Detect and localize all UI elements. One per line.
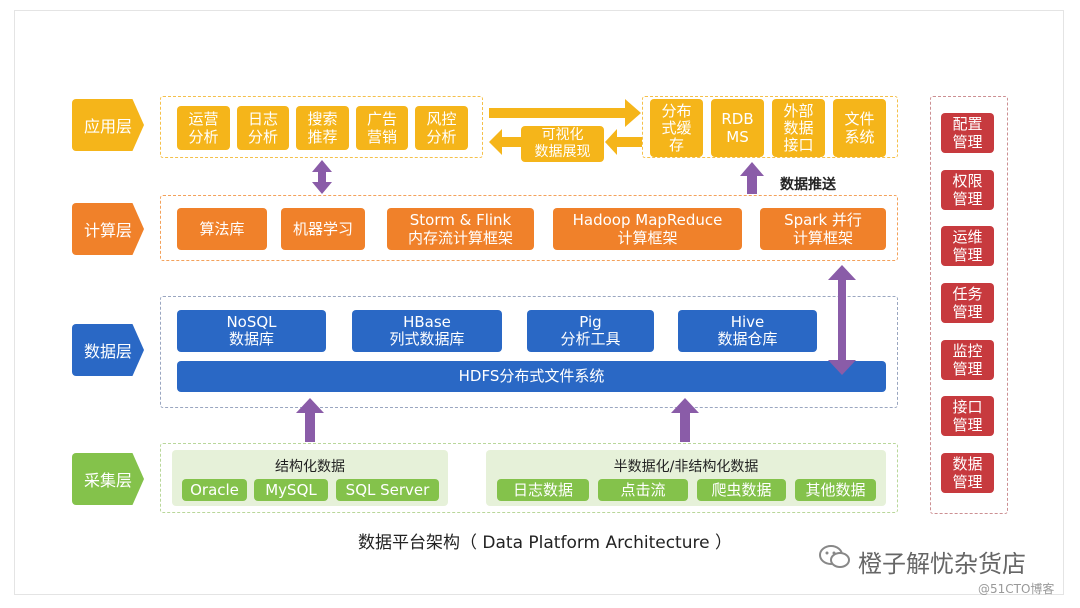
- mgmt-interface: 接口 管理: [941, 396, 994, 436]
- app-item-ops: 运营 分析: [177, 106, 230, 150]
- hdfs-bar: HDFS分布式文件系统: [177, 361, 886, 392]
- app-item-log: 日志 分析: [237, 106, 289, 150]
- watermark-site: @51CTO博客: [978, 582, 1055, 596]
- arrow-spark-hdfs: [828, 265, 856, 375]
- data-hbase: HBase 列式数据库: [352, 310, 502, 352]
- mgmt-ops: 运维 管理: [941, 226, 994, 266]
- source-clickstream: 点击流: [598, 479, 688, 501]
- structured-data-title: 结构化数据: [275, 459, 345, 475]
- visualization-box: 可视化 数据展现: [521, 126, 604, 162]
- compute-spark: Spark 并行 计算框架: [760, 208, 886, 250]
- compute-algorithm-lib: 算法库: [177, 208, 267, 250]
- source-log-data: 日志数据: [497, 479, 589, 501]
- diagram-caption: 数据平台架构（ Data Platform Architecture ）: [358, 533, 732, 553]
- data-push-label: 数据推送: [780, 177, 836, 193]
- arrow-structured-to-hdfs: [296, 398, 324, 442]
- compute-machine-learning: 机器学习: [281, 208, 365, 250]
- mgmt-task: 任务 管理: [941, 283, 994, 323]
- app-item-search: 搜索 推荐: [296, 106, 349, 150]
- wechat-logo: [818, 543, 852, 571]
- collect-layer: [160, 443, 898, 513]
- arrow-stores-to-visualization: [605, 129, 642, 155]
- mgmt-permission: 权限 管理: [941, 170, 994, 210]
- management-panel: [930, 96, 1008, 514]
- data-hive: Hive 数据仓库: [678, 310, 817, 352]
- compute-storm-flink: Storm & Flink 内存流计算框架: [387, 208, 534, 250]
- mgmt-data: 数据 管理: [941, 453, 994, 493]
- arrow-app-to-stores: [489, 99, 641, 127]
- store-distributed-cache: 分布 式缓 存: [650, 99, 703, 157]
- mgmt-monitor: 监控 管理: [941, 340, 994, 380]
- store-rdbms: RDB MS: [711, 99, 764, 157]
- watermark-name: 橙子解忧杂货店: [858, 550, 1026, 578]
- layer-label-data: 数据层: [72, 324, 144, 376]
- semi-structured-data-title: 半数据化/非结构化数据: [613, 459, 759, 475]
- store-file-system: 文件 系统: [833, 99, 886, 157]
- layer-label-app: 应用层: [72, 99, 144, 151]
- source-other-data: 其他数据: [795, 479, 876, 501]
- source-crawler-data: 爬虫数据: [697, 479, 786, 501]
- layer-label-compute: 计算层: [72, 203, 144, 255]
- store-external-api: 外部 数据 接口: [772, 99, 825, 157]
- app-layer-right: [642, 96, 898, 158]
- slide-frame: [14, 10, 1064, 595]
- data-nosql: NoSQL 数据库: [177, 310, 326, 352]
- mgmt-config: 配置 管理: [941, 113, 994, 153]
- arrow-visualization-to-app: [489, 129, 521, 155]
- app-item-ad: 广告 营销: [356, 106, 408, 150]
- arrow-app-compute: [312, 160, 332, 194]
- source-sqlserver: SQL Server: [336, 479, 439, 501]
- app-item-risk: 风控 分析: [415, 106, 468, 150]
- source-oracle: Oracle: [182, 479, 247, 501]
- data-pig: Pig 分析工具: [527, 310, 654, 352]
- compute-layer: [160, 195, 898, 261]
- source-mysql: MySQL: [254, 479, 328, 501]
- data-layer: [160, 296, 898, 408]
- arrow-data-push: [740, 162, 764, 194]
- app-layer-left: [160, 96, 483, 158]
- wechat-icon: [819, 545, 850, 568]
- arrow-semi-to-hdfs: [671, 398, 699, 442]
- layer-label-collect: 采集层: [72, 453, 144, 505]
- compute-hadoop-mapreduce: Hadoop MapReduce 计算框架: [553, 208, 742, 250]
